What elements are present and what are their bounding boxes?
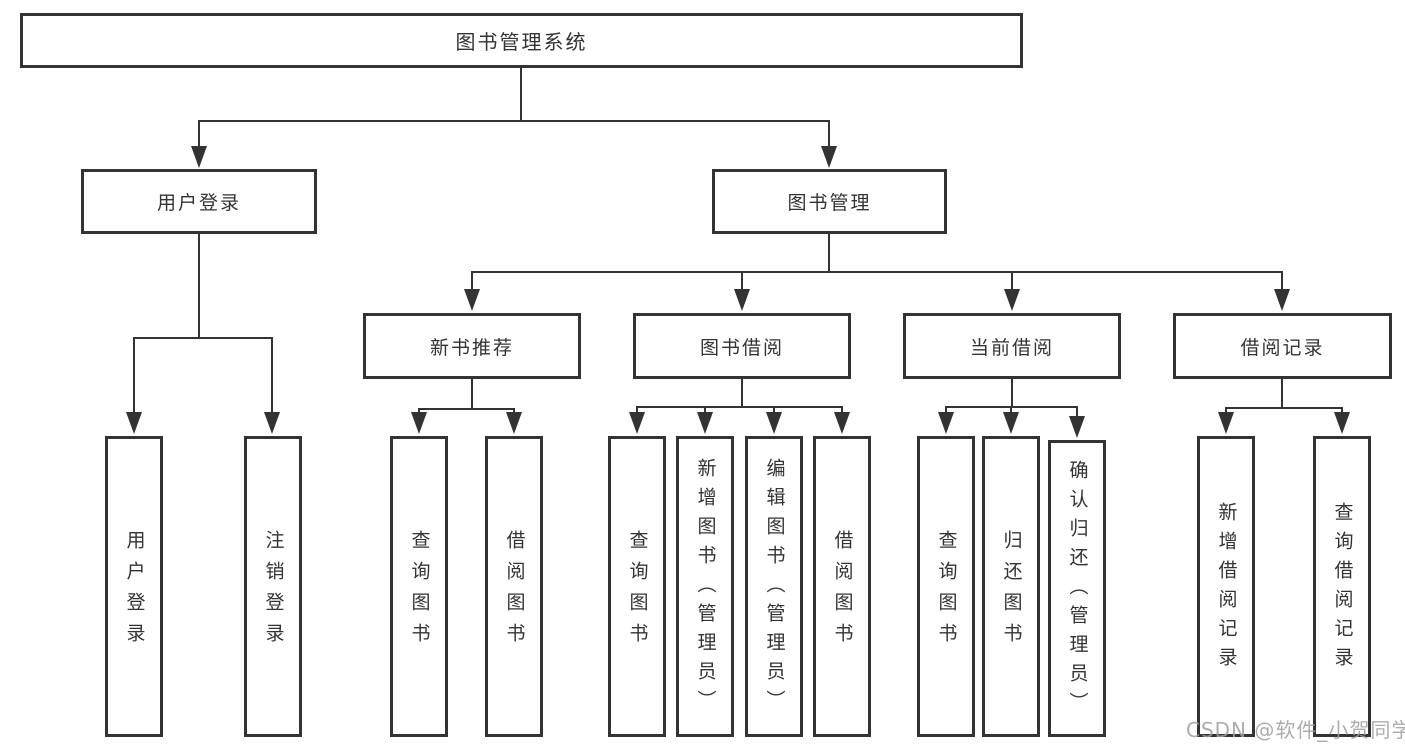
connector-leaf-stem	[271, 337, 273, 414]
connector-leaf-stem	[1010, 406, 1012, 414]
connector-leaf-stem	[1225, 407, 1227, 414]
connector-level2-horizontal	[198, 120, 830, 122]
connector-user-login-children-horizontal	[133, 337, 273, 339]
connector-leaf-stem	[841, 406, 843, 414]
connector-leaf-stem	[636, 406, 638, 414]
connector-group-down	[1011, 379, 1013, 406]
connector-user-login-stem	[198, 120, 200, 148]
node-book-management: 图书管理	[712, 169, 947, 234]
connector-group-down	[1281, 379, 1283, 407]
arrowhead-down-icon	[734, 289, 750, 311]
leaf-add-borrow-record: 新增借阅记录	[1197, 436, 1255, 737]
connector-user-login-down	[198, 234, 200, 337]
node-borrowing-records: 借阅记录	[1173, 313, 1392, 379]
leaf-query-borrow-record: 查询借阅记录	[1313, 436, 1371, 737]
connector-group-horizontal	[1225, 407, 1342, 409]
arrowhead-down-icon	[1334, 412, 1350, 434]
arrowhead-down-icon	[766, 412, 782, 434]
connector-level3-horizontal	[471, 271, 1283, 273]
arrowhead-down-icon	[506, 412, 522, 434]
connector-leaf-stem	[704, 406, 706, 414]
arrowhead-down-icon	[1274, 289, 1290, 311]
arrowhead-down-icon	[191, 146, 207, 168]
connector-book-mgmt-down	[828, 234, 830, 273]
leaf-query-books-borrowing: 查询图书	[608, 436, 666, 737]
leaf-logout: 注销登录	[244, 436, 302, 737]
connector-book-mgmt-stem	[828, 120, 830, 148]
connector-leaf-stem	[418, 408, 420, 414]
connector-root-down	[520, 68, 522, 120]
arrowhead-down-icon	[1003, 412, 1019, 434]
leaf-borrow-books-recommend: 借阅图书	[485, 436, 543, 737]
connector-group-down	[471, 379, 473, 408]
arrowhead-down-icon	[629, 412, 645, 434]
arrowhead-down-icon	[264, 412, 280, 434]
connector-leaf-stem	[1341, 407, 1343, 414]
leaf-borrow-books-borrowing: 借阅图书	[813, 436, 871, 737]
node-library-management-system: 图书管理系统	[20, 13, 1023, 68]
node-book-borrowing: 图书借阅	[633, 313, 851, 379]
connector-level3-stem	[1011, 271, 1013, 291]
connector-level3-stem	[471, 271, 473, 291]
connector-leaf-stem	[513, 408, 515, 414]
arrowhead-down-icon	[1218, 412, 1234, 434]
arrowhead-down-icon	[938, 412, 954, 434]
node-new-book-recommend: 新书推荐	[363, 313, 581, 379]
arrowhead-down-icon	[464, 289, 480, 311]
leaf-edit-book-admin: 编辑图书（管理员）	[745, 436, 803, 737]
connector-level3-stem	[741, 271, 743, 291]
leaf-confirm-return-admin: 确认归还（管理员）	[1048, 440, 1106, 737]
arrowhead-down-icon	[1004, 289, 1020, 311]
leaf-user-login: 用户登录	[105, 436, 163, 737]
arrowhead-down-icon	[411, 412, 427, 434]
connector-group-horizontal	[636, 406, 842, 408]
connector-leaf-stem	[1076, 406, 1078, 418]
leaf-add-book-admin: 新增图书（管理员）	[676, 436, 734, 737]
arrowhead-down-icon	[697, 412, 713, 434]
watermark: CSDN @软件_小贺同学	[1186, 718, 1405, 742]
arrowhead-down-icon	[834, 412, 850, 434]
leaf-return-books: 归还图书	[982, 436, 1040, 737]
connector-leaf-stem	[773, 406, 775, 414]
connector-level3-stem	[1281, 271, 1283, 291]
arrowhead-down-icon	[821, 146, 837, 168]
connector-group-horizontal	[418, 408, 515, 410]
node-user-login: 用户登录	[81, 169, 317, 234]
connector-group-down	[741, 379, 743, 406]
node-current-borrowing: 当前借阅	[903, 313, 1121, 379]
arrowhead-down-icon	[126, 412, 142, 434]
leaf-query-books-recommend: 查询图书	[390, 436, 448, 737]
connector-leaf-stem	[133, 337, 135, 414]
arrowhead-down-icon	[1069, 416, 1085, 438]
leaf-query-books-current: 查询图书	[917, 436, 975, 737]
connector-leaf-stem	[945, 406, 947, 414]
